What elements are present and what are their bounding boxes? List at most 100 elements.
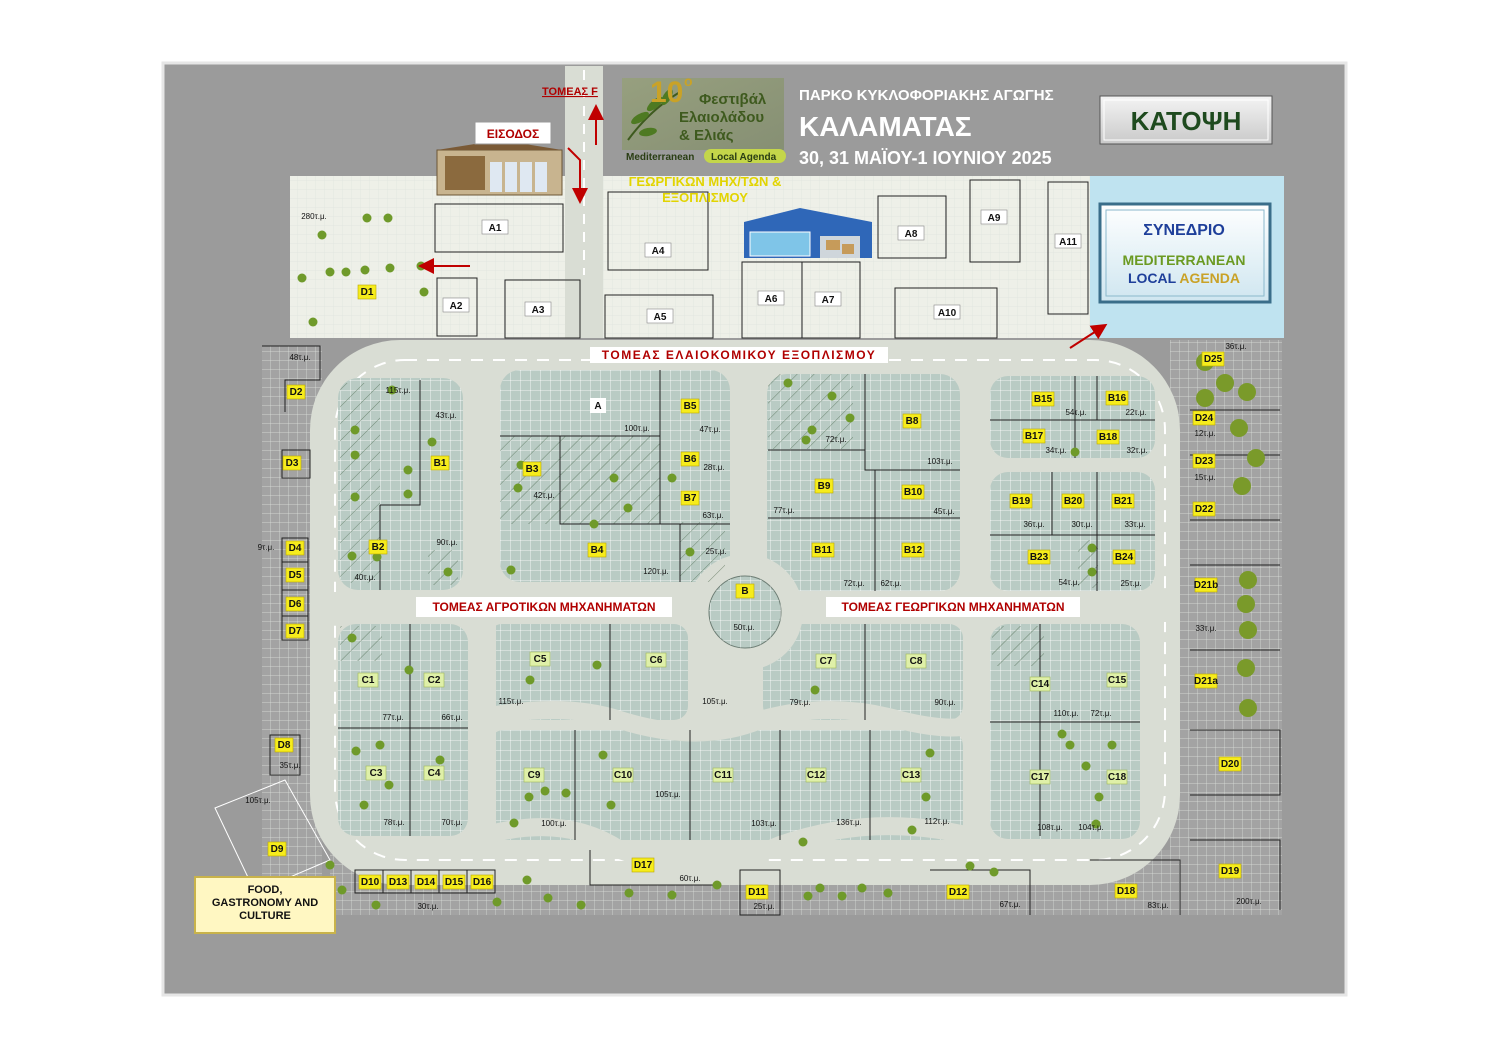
stall-d2[interactable]: D2: [286, 384, 306, 400]
stall-b19[interactable]: B19: [1009, 493, 1033, 509]
stall-c17[interactable]: C17: [1029, 769, 1051, 785]
stall-b9[interactable]: B9: [814, 478, 834, 494]
stall-d5[interactable]: D5: [285, 567, 305, 583]
stall-c12[interactable]: C12: [805, 767, 827, 783]
area-label: 40τ.μ.: [354, 573, 375, 582]
stall-d19[interactable]: D19: [1218, 863, 1242, 879]
stall-c9[interactable]: C9: [523, 767, 545, 783]
svg-text:C12: C12: [807, 770, 826, 781]
stall-d18[interactable]: D18: [1114, 883, 1138, 899]
stall-d17[interactable]: D17: [631, 857, 655, 873]
plot-a9[interactable]: A9: [980, 209, 1008, 225]
plot-a5[interactable]: A5: [646, 308, 674, 324]
plan-button[interactable]: ΚΑΤΟΨΗ: [1099, 95, 1273, 145]
area-label: 30τ.μ.: [417, 902, 438, 911]
plot-a6[interactable]: A6: [757, 290, 785, 306]
tree-icon: [561, 788, 571, 798]
stall-c1[interactable]: C1: [357, 672, 379, 688]
stall-b20[interactable]: B20: [1061, 493, 1085, 509]
tree-icon: [524, 792, 534, 802]
festival-line1: Φεστιβάλ: [699, 91, 767, 108]
stall-d23[interactable]: D23: [1192, 453, 1216, 469]
area-label: 77τ.μ.: [773, 506, 794, 515]
stall-d21b[interactable]: D21b: [1194, 577, 1218, 593]
stall-b17[interactable]: B17: [1022, 428, 1046, 444]
stall-b6[interactable]: B6: [680, 451, 700, 467]
stall-c18[interactable]: C18: [1106, 769, 1128, 785]
stall-b10[interactable]: B10: [901, 484, 925, 500]
svg-text:C7: C7: [820, 656, 833, 667]
stall-b16[interactable]: B16: [1105, 390, 1129, 406]
stall-b24[interactable]: B24: [1112, 549, 1136, 565]
stall-b[interactable]: B: [735, 583, 755, 599]
tree-icon: [1057, 729, 1067, 739]
stall-d13[interactable]: D13: [386, 874, 410, 890]
stall-c10[interactable]: C10: [612, 767, 634, 783]
svg-text:B24: B24: [1115, 552, 1134, 563]
stall-d16[interactable]: D16: [470, 874, 494, 890]
area-label: 115τ.μ.: [499, 697, 524, 706]
stall-d3[interactable]: D3: [282, 455, 302, 471]
plot-a2[interactable]: A2: [442, 297, 470, 313]
plot-a8[interactable]: A8: [897, 225, 925, 241]
stall-b2[interactable]: B2: [368, 539, 388, 555]
stall-c13[interactable]: C13: [900, 767, 922, 783]
stall-d22[interactable]: D22: [1192, 501, 1216, 517]
stall-b7[interactable]: B7: [680, 490, 700, 506]
stall-d12[interactable]: D12: [946, 884, 970, 900]
stall-b23[interactable]: B23: [1027, 549, 1051, 565]
stall-d21a[interactable]: D21a: [1194, 673, 1218, 689]
stall-b4[interactable]: B4: [587, 542, 607, 558]
stall-d8[interactable]: D8: [274, 737, 294, 753]
plot-a3[interactable]: A3: [524, 301, 552, 317]
stall-b15[interactable]: B15: [1031, 391, 1055, 407]
stall-b18[interactable]: B18: [1096, 429, 1120, 445]
stall-d25[interactable]: D25: [1201, 351, 1225, 367]
stall-b5[interactable]: B5: [680, 398, 700, 414]
plot-a10[interactable]: A10: [933, 304, 961, 320]
stall-b11[interactable]: B11: [811, 542, 835, 558]
tree-icon: [384, 780, 394, 790]
area-label: 63τ.μ.: [702, 511, 723, 520]
stall-c2[interactable]: C2: [423, 672, 445, 688]
svg-text:D25: D25: [1204, 354, 1223, 365]
area-label: 90τ.μ.: [934, 698, 955, 707]
stall-b12[interactable]: B12: [901, 542, 925, 558]
stall-d4[interactable]: D4: [285, 540, 305, 556]
stall-c7[interactable]: C7: [815, 653, 837, 669]
plot-a11[interactable]: A11: [1054, 233, 1082, 249]
svg-text:B15: B15: [1034, 394, 1053, 405]
stall-d14[interactable]: D14: [414, 874, 438, 890]
stall-c3[interactable]: C3: [365, 765, 387, 781]
tree-icon: [845, 413, 855, 423]
stall-b3[interactable]: B3: [522, 461, 542, 477]
svg-text:B10: B10: [904, 487, 923, 498]
stall-d10[interactable]: D10: [358, 874, 382, 890]
stall-b21[interactable]: B21: [1111, 493, 1135, 509]
stall-d6[interactable]: D6: [285, 596, 305, 612]
stall-d11[interactable]: D11: [745, 884, 769, 900]
stall-c15[interactable]: C15: [1106, 672, 1128, 688]
stall-d9[interactable]: D9: [267, 841, 287, 857]
stall-d24[interactable]: D24: [1192, 410, 1216, 426]
plot-a1[interactable]: A1: [481, 219, 509, 235]
stall-b8[interactable]: B8: [902, 413, 922, 429]
stall-b1[interactable]: B1: [430, 455, 450, 471]
svg-text:D21b: D21b: [1194, 580, 1218, 591]
stall-c4[interactable]: C4: [423, 765, 445, 781]
stall-c14[interactable]: C14: [1029, 676, 1051, 692]
stall-c8[interactable]: C8: [905, 653, 927, 669]
stall-d15[interactable]: D15: [442, 874, 466, 890]
stall-c6[interactable]: C6: [645, 652, 667, 668]
stall-a[interactable]: A: [590, 398, 606, 413]
stall-c5[interactable]: C5: [529, 651, 551, 667]
stall-d7[interactable]: D7: [285, 623, 305, 639]
stall-d1[interactable]: D1: [357, 284, 377, 300]
plot-a4[interactable]: A4: [644, 242, 672, 258]
plot-a7[interactable]: A7: [814, 291, 842, 307]
area-label: 22τ.μ.: [1125, 408, 1146, 417]
stall-c11[interactable]: C11: [712, 767, 734, 783]
area-label: 34τ.μ.: [1045, 446, 1066, 455]
sector-f-label: ΤΟΜΕΑΣ F: [542, 86, 598, 98]
stall-d20[interactable]: D20: [1218, 756, 1242, 772]
